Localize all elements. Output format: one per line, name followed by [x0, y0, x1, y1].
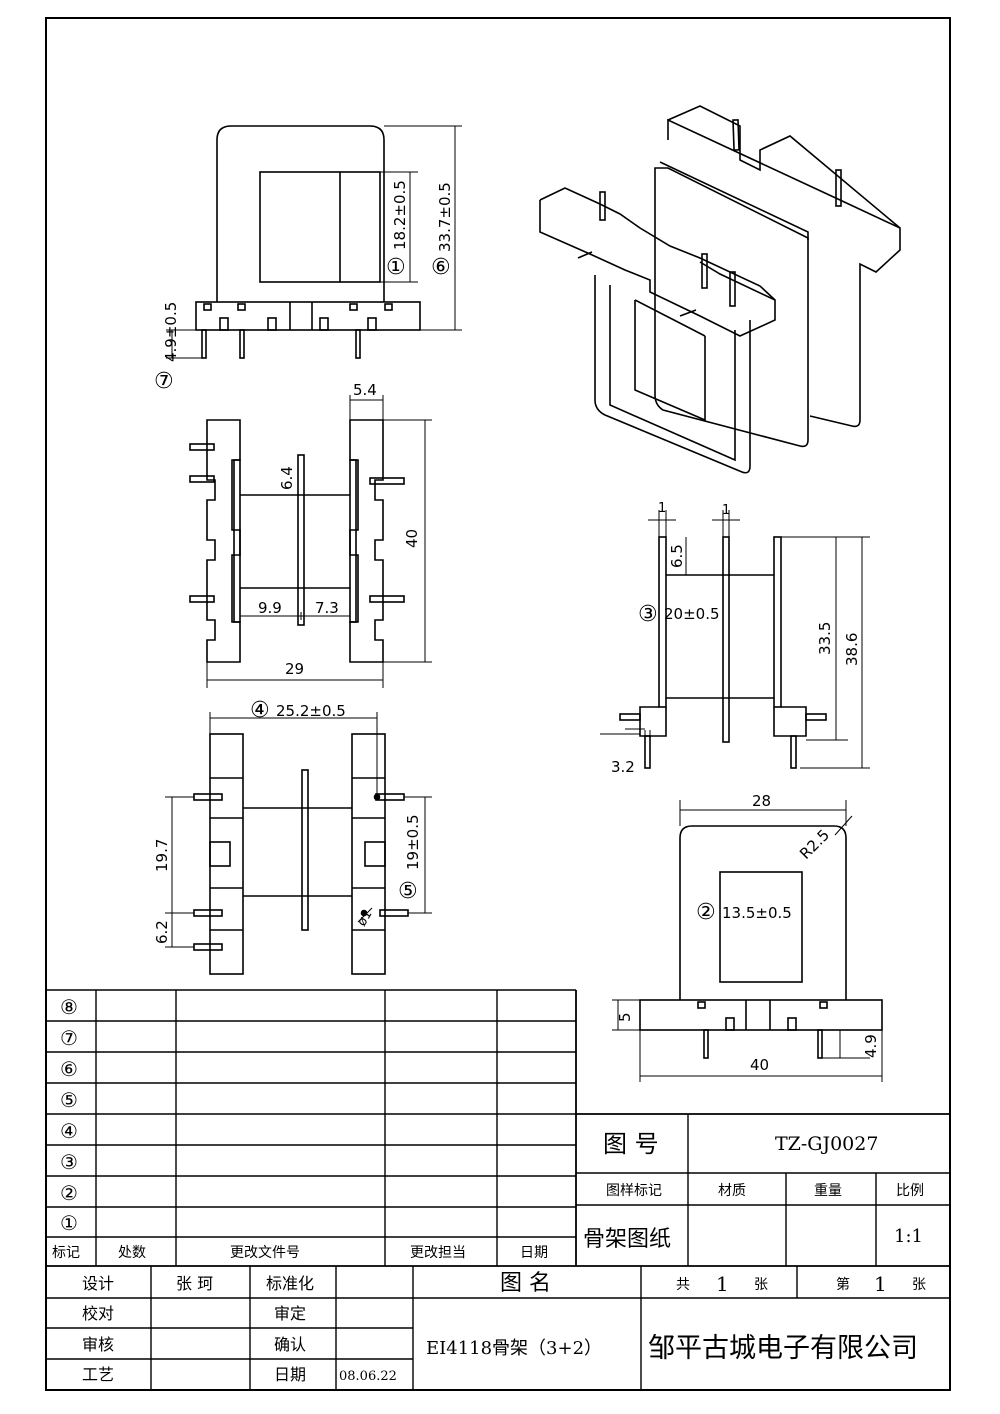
dim-40-end: 40	[750, 1056, 769, 1074]
review-label: 审核	[82, 1335, 114, 1354]
front-view	[166, 125, 462, 359]
design-label: 设计	[82, 1274, 114, 1293]
rev-row-marker: ④	[60, 1119, 78, 1143]
dim-5-4: 5.4	[353, 381, 377, 399]
end-view	[612, 800, 883, 1082]
dim-18-2: 18.2±0.5	[391, 180, 409, 250]
col-header-scale: 比例	[896, 1183, 924, 1199]
check-label: 校对	[82, 1304, 114, 1323]
name-label: 图 名	[500, 1271, 551, 1296]
rev-row-marker: ③	[60, 1150, 78, 1174]
rev-header-doc: 更改文件号	[230, 1245, 300, 1261]
rev-header-owner: 更改担当	[410, 1245, 466, 1261]
rev-row-marker: ②	[60, 1181, 78, 1205]
rev-row-marker: ⑧	[60, 995, 78, 1019]
total-unit: 张	[754, 1277, 768, 1293]
revision-table	[46, 989, 950, 1267]
rev-header-mark: 标记	[52, 1245, 80, 1261]
drawing-no: TZ-GJ0027	[775, 1133, 878, 1155]
page-value: 1	[874, 1272, 887, 1296]
designer-name: 张 珂	[176, 1274, 213, 1293]
page-unit: 张	[912, 1277, 926, 1293]
marker-5: ⑤	[398, 879, 418, 904]
rev-row-marker: ⑥	[60, 1057, 78, 1081]
isometric-view	[539, 105, 901, 474]
dim-4-9-end: 4.9	[862, 1034, 880, 1058]
dim-3-2: 3.2	[611, 758, 635, 776]
dim-1-left: 1	[658, 501, 666, 516]
part-name: EI4118骨架（3+2）	[426, 1338, 602, 1359]
dim-6-5: 6.5	[668, 544, 686, 568]
dim-5: 5	[616, 1012, 634, 1022]
side-view	[600, 510, 870, 769]
approve-label: 审定	[274, 1304, 306, 1323]
rev-header-date: 日期	[520, 1245, 548, 1261]
dim-40-top: 40	[403, 529, 421, 548]
process-label: 工艺	[82, 1365, 114, 1384]
col-header-weight: 重量	[814, 1183, 842, 1199]
dim-29: 29	[285, 660, 304, 678]
dim-6-4: 6.4	[278, 466, 296, 490]
total-value: 1	[716, 1272, 729, 1296]
marker-6: ⑥	[431, 255, 451, 280]
rev-row-marker: ⑤	[60, 1088, 78, 1112]
rev-row-marker: ①	[60, 1211, 78, 1235]
total-label: 共	[676, 1277, 690, 1293]
marker-1: ①	[386, 255, 406, 280]
col-header-material: 材质	[718, 1183, 746, 1199]
dim-25-2: 25.2±0.5	[276, 702, 346, 720]
bottom-view	[165, 712, 432, 975]
confirm-label: 确认	[274, 1335, 306, 1354]
dim-19: 19±0.5	[404, 814, 422, 870]
dim-33-5: 33.5	[816, 622, 834, 655]
top-view	[189, 395, 432, 688]
rev-row-marker: ⑦	[60, 1026, 78, 1050]
dim-1-mid: 1	[722, 503, 730, 518]
rev-header-count: 处数	[118, 1245, 146, 1261]
dim-phi1: ø1	[354, 907, 375, 929]
company-name: 邹平古城电子有限公司	[648, 1333, 918, 1364]
scale-value: 1:1	[894, 1226, 923, 1247]
marker-2: ②	[696, 900, 716, 925]
dim-7-3: 7.3	[315, 599, 339, 617]
dim-6-2: 6.2	[153, 920, 171, 944]
dim-20: 20±0.5	[664, 605, 720, 623]
sheet-border	[45, 17, 951, 1391]
dim-9-9: 9.9	[258, 599, 282, 617]
dim-28: 28	[752, 792, 771, 810]
marker-4: ④	[250, 698, 270, 723]
col-header-mark: 图样标记	[606, 1183, 662, 1199]
dim-33-7: 33.7±0.5	[436, 182, 454, 252]
dim-38-6: 38.6	[843, 633, 861, 666]
title-block	[576, 1113, 950, 1266]
marker-7: ⑦	[154, 369, 174, 394]
dim-19-7: 19.7	[153, 839, 171, 872]
dim-r2-5: R2.5	[796, 826, 833, 863]
bottom-block	[46, 1266, 950, 1390]
drawing-type: 骨架图纸	[583, 1227, 671, 1252]
dim-13-5: 13.5±0.5	[722, 904, 792, 922]
date-label: 日期	[274, 1365, 306, 1384]
page-label: 第	[836, 1276, 850, 1293]
standard-label: 标准化	[266, 1274, 314, 1293]
marker-3: ③	[638, 602, 658, 627]
date-value: 08.06.22	[339, 1369, 397, 1384]
drawing-no-label: 图 号	[603, 1130, 659, 1158]
dim-4-9: 4.9±0.5	[162, 302, 180, 362]
